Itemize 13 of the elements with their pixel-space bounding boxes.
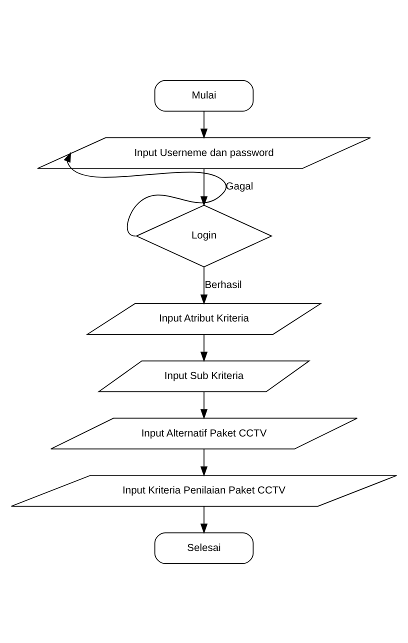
edge-label: Berhasil [204,279,242,290]
arrow [200,334,208,362]
arrow [200,168,208,206]
node-box: Selesai [154,532,254,564]
node-diamond: Login [135,204,273,267]
arrow [200,110,208,138]
arrow [200,266,208,304]
node-box: Mulai [154,80,254,112]
edge-label: Gagal [226,181,254,192]
arrow [200,505,208,534]
arrow [200,390,208,419]
arrow [64,151,227,236]
arrow [200,448,208,476]
